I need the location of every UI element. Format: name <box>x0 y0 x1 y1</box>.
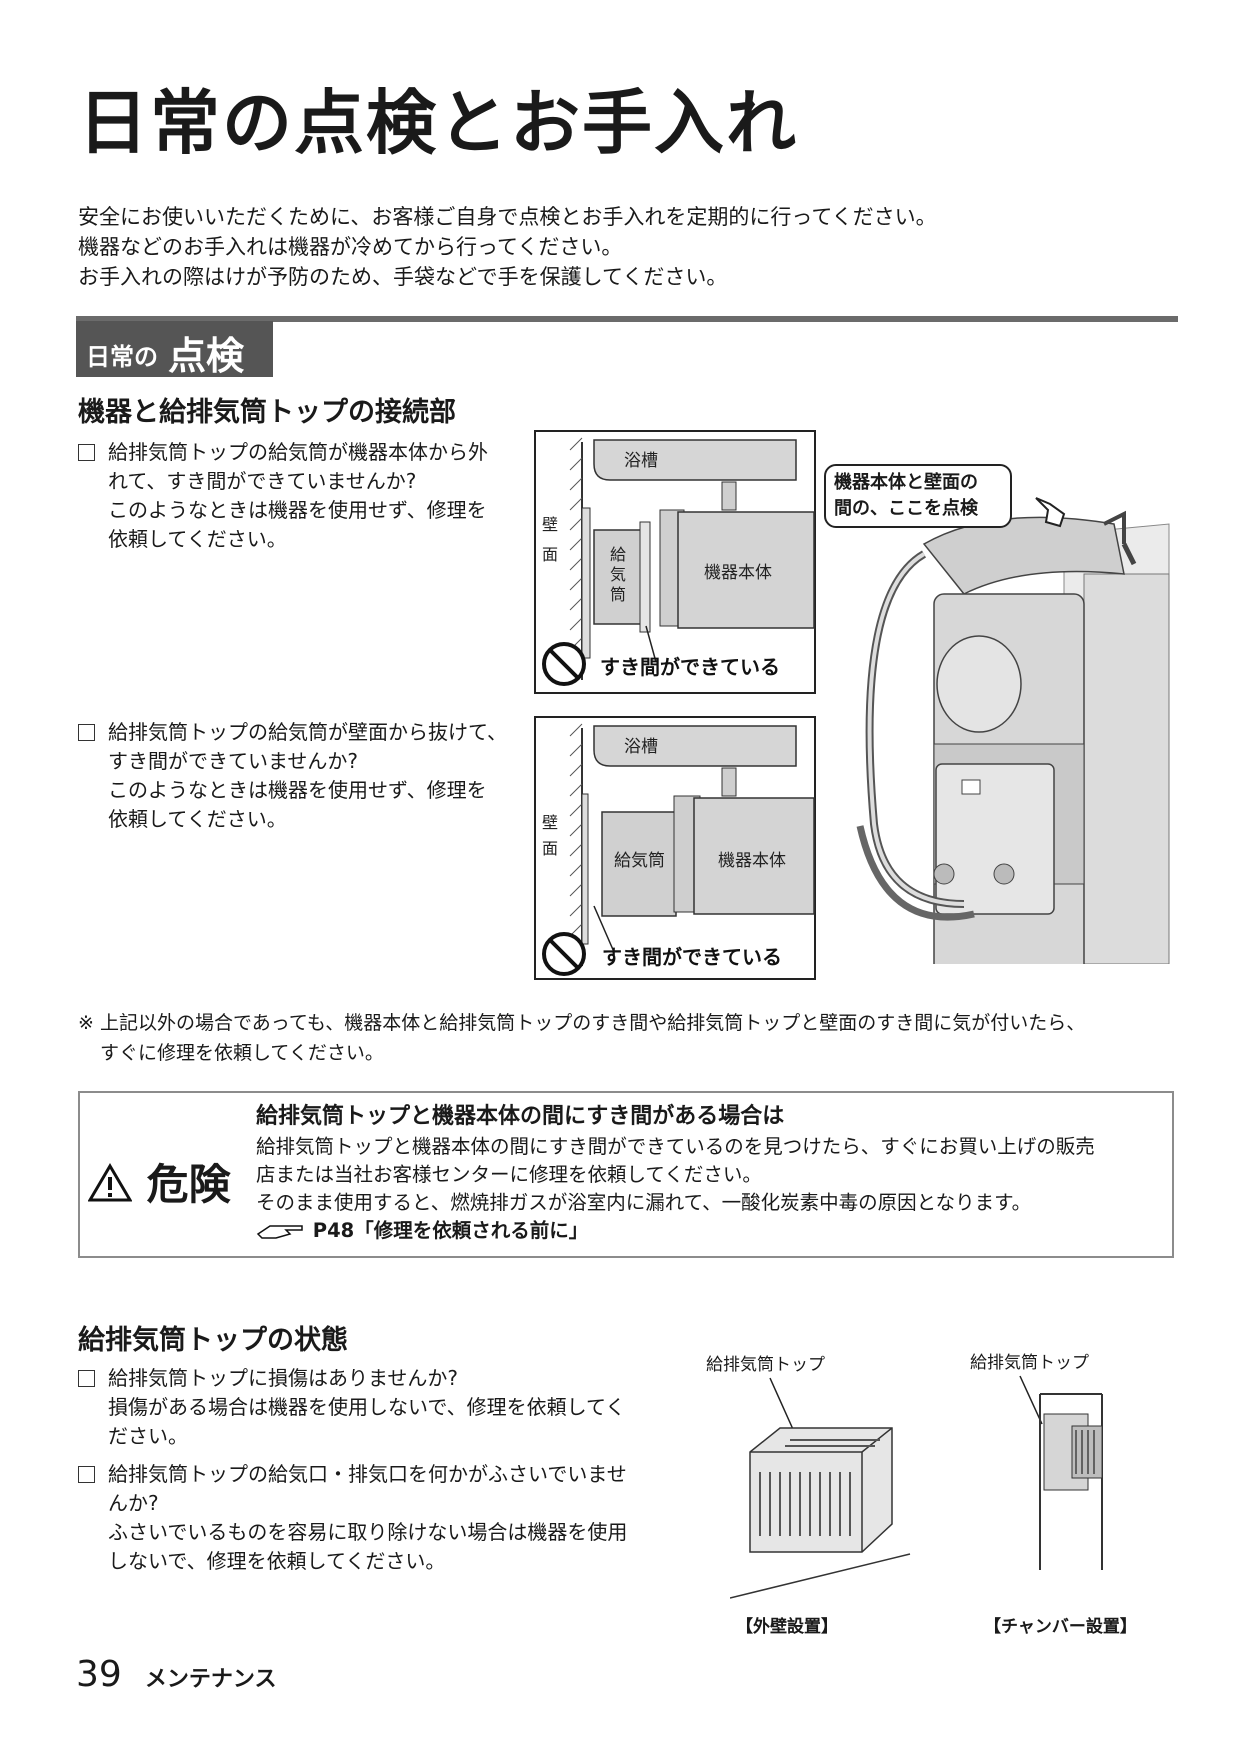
intro-text: 安全にお使いいただくために、お客様ご自身で点検とお手入れを定期的に行ってください… <box>78 202 937 292</box>
wall-label: 壁 <box>542 813 558 832</box>
check-item: 給排気筒トップの給気口・排気口を何かがふさいでいませ んか? ふさいでいるものを… <box>78 1460 678 1576</box>
intro-line: お手入れの際はけが予防のため、手袋などで手を保護してください。 <box>78 265 728 289</box>
note-line: すぐに修理を依頼してください。 <box>100 1042 384 1064</box>
checkbox-icon[interactable] <box>78 444 95 461</box>
check-item: 給排気筒トップの給気筒が壁面から抜けて、 すき間ができていませんか? このような… <box>78 718 528 834</box>
danger-label: 危険 <box>87 1151 231 1212</box>
page-footer: 39 メンテナンス <box>76 1654 276 1695</box>
intro-line: 機器などのお手入れは機器が冷めてから行ってください。 <box>78 235 623 259</box>
unit-label: 機器本体 <box>718 851 786 871</box>
page-number: 39 <box>76 1654 122 1695</box>
callout-line: 間の、ここを点検 <box>834 498 978 519</box>
check-question: 給排気筒トップの給気筒が壁面から抜けて、 <box>108 720 507 744</box>
page-title: 日常の点検とお手入れ <box>78 82 798 164</box>
chamber-top-illustration <box>1019 1375 1103 1570</box>
warning-triangle-icon <box>87 1163 133 1202</box>
danger-line: 店または当社お客様センターに修理を依頼してください。 <box>256 1163 762 1186</box>
checkbox-icon[interactable] <box>78 1370 95 1387</box>
check-advice: このようなときは機器を使用せず、修理を <box>108 498 487 522</box>
pointing-hand-icon <box>256 1225 303 1239</box>
prohibited-icon <box>542 932 586 976</box>
duct-label-char: 筒 <box>610 585 626 604</box>
check-advice: 依頼してください。 <box>108 807 287 831</box>
check-question: 給排気筒トップの給気口・排気口を何かがふさいでいませ <box>108 1462 627 1486</box>
check-question: んか? <box>108 1491 159 1515</box>
checkbox-icon[interactable] <box>78 724 95 741</box>
prohibited-icon <box>542 642 586 686</box>
danger-line: そのまま使用すると、燃焼排ガスが浴室内に漏れて、一酸化炭素中毒の原因となります。 <box>256 1191 1032 1214</box>
note-text: ※ 上記以外の場合であっても、機器本体と給排気筒トップのすき間や給排気筒トップと… <box>78 1008 1085 1068</box>
fig-left-label: 給排気筒トップ <box>706 1355 825 1375</box>
duct-label: 給気筒 <box>614 851 665 871</box>
check-question: れて、すき間ができていませんか? <box>108 469 417 493</box>
check-question: 給排気筒トップに損傷はありませんか? <box>108 1366 459 1390</box>
check-advice: しないで、修理を依頼してください。 <box>108 1549 446 1573</box>
water-heater-illustration <box>856 510 1170 964</box>
pointing-hand-icon <box>1035 497 1066 528</box>
gap-label: すき間ができている <box>600 655 780 679</box>
unit-label: 機器本体 <box>704 563 772 583</box>
intro-line: 安全にお使いいただくために、お客様ご自身で点検とお手入れを定期的に行ってください… <box>78 205 937 229</box>
fig-left-caption: 【外壁設置】 <box>736 1617 838 1637</box>
bathtub-label: 浴槽 <box>624 451 658 471</box>
duct-label: 給気筒 <box>610 545 626 604</box>
check-advice: このようなときは機器を使用せず、修理を <box>108 778 487 802</box>
wall-label: 壁 <box>542 515 558 534</box>
danger-label-text: 危険 <box>146 1160 231 1209</box>
check-advice: 損傷がある場合は機器を使用しないで、修理を依頼してく <box>108 1395 626 1419</box>
wall-label: 面 <box>542 545 558 564</box>
danger-text: 給排気筒トップと機器本体の間にすき間がある場合は 給排気筒トップと機器本体の間に… <box>256 1103 1095 1245</box>
exterior-top-illustration <box>730 1377 911 1599</box>
check-question: 給排気筒トップの給気筒が機器本体から外 <box>108 440 488 464</box>
inspection-callout: 機器本体と壁面の 間の、ここを点検 <box>824 464 1012 528</box>
danger-line: 給排気筒トップと機器本体の間にすき間ができているのを見つけたら、すぐにお買い上げ… <box>256 1135 1095 1158</box>
bathtub-label: 浴槽 <box>624 737 658 757</box>
callout-line: 機器本体と壁面の <box>834 472 978 493</box>
footer-section: メンテナンス <box>144 1667 277 1692</box>
danger-ref: P48「修理を依頼される前に」 <box>256 1217 1095 1245</box>
check-item: 給排気筒トップの給気筒が機器本体から外 れて、すき間ができていませんか? このよ… <box>78 438 528 554</box>
duct-label-char: 気 <box>610 565 626 584</box>
checkbox-icon[interactable] <box>78 1466 95 1483</box>
top-state-heading: 給排気筒トップの状態 <box>78 1325 348 1356</box>
gap-label: すき間ができている <box>602 945 782 969</box>
danger-ref-link[interactable]: P48「修理を依頼される前に」 <box>312 1219 589 1242</box>
danger-heading: 給排気筒トップと機器本体の間にすき間がある場合は <box>256 1104 785 1129</box>
section-rule <box>76 316 1178 322</box>
gap-wall-diagram: 浴槽 給気筒 機器本体 壁 面 すき間ができている <box>534 716 816 980</box>
fig-right-label: 給排気筒トップ <box>970 1353 1089 1373</box>
danger-box: 危険 給排気筒トップと機器本体の間にすき間がある場合は 給排気筒トップと機器本体… <box>78 1091 1174 1258</box>
connection-heading: 機器と給排気筒トップの接続部 <box>78 397 456 428</box>
check-question: すき間ができていませんか? <box>108 749 359 773</box>
section-label: 日常の 点検 <box>76 321 273 378</box>
check-advice: ふさいでいるものを容易に取り除けない場合は機器を使用 <box>108 1520 628 1544</box>
note-line: ※ 上記以外の場合であっても、機器本体と給排気筒トップのすき間や給排気筒トップと… <box>78 1012 1086 1034</box>
check-item: 給排気筒トップに損傷はありませんか? 損傷がある場合は機器を使用しないで、修理を… <box>78 1364 678 1451</box>
fig-right-caption: 【チャンバー設置】 <box>984 1617 1137 1637</box>
section-label-small: 日常の <box>86 343 158 371</box>
duct-label-char: 給 <box>610 545 626 564</box>
check-advice: 依頼してください。 <box>108 527 287 551</box>
gap-unit-diagram: 浴槽 給気筒 機器本体 壁 面 すき間ができている <box>534 430 816 694</box>
check-advice: ださい。 <box>108 1424 188 1448</box>
section-label-large: 点検 <box>168 334 245 378</box>
wall-label: 面 <box>542 839 558 858</box>
